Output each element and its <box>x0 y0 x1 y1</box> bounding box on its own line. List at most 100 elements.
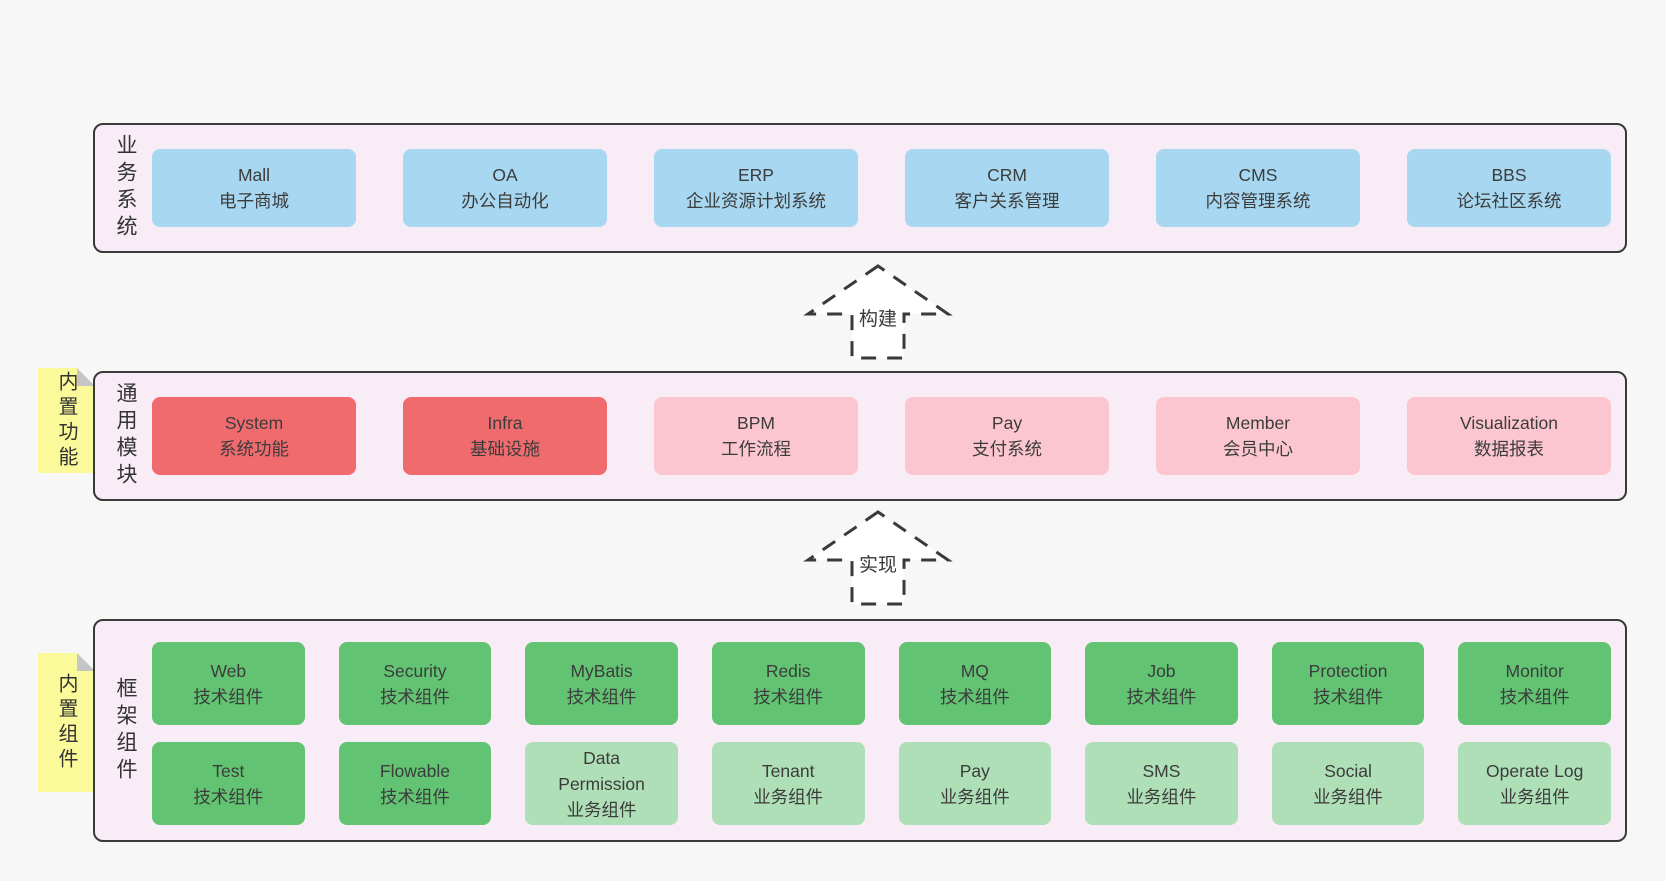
box-operate-log: Operate Log 业务组件 <box>1458 742 1611 825</box>
box-visualization: Visualization 数据报表 <box>1407 397 1611 475</box>
box-bpm: BPM 工作流程 <box>654 397 858 475</box>
box-web: Web 技术组件 <box>152 642 305 725</box>
section-business-systems: 业务系统 Mall 电子商城 OA 办公自动化 ERP 企业资源计划系统 CRM… <box>93 123 1627 253</box>
box-mybatis: MyBatis 技术组件 <box>525 642 678 725</box>
box-flowable: Flowable 技术组件 <box>338 742 492 825</box>
box-subtitle: 基础设施 <box>470 439 540 459</box>
box-subtitle: 工作流程 <box>721 439 791 459</box>
framework-box-row-2: Test 技术组件 Flowable 技术组件 Data Permission … <box>152 742 1611 825</box>
box-cms: CMS 内容管理系统 <box>1156 149 1360 227</box>
box-subtitle: 内容管理系统 <box>1205 191 1311 211</box>
box-title: System <box>224 413 284 433</box>
box-subtitle: 技术组件 <box>193 686 264 707</box>
box-title: Data Permission <box>558 747 645 794</box>
box-subtitle: 技术组件 <box>1313 686 1384 707</box>
box-bbs: BBS 论坛社区系统 <box>1407 149 1611 227</box>
box-subtitle: 会员中心 <box>1223 439 1293 459</box>
sticky-tab-built-in-features: 内置功能 <box>38 368 95 473</box>
box-subtitle: 技术组件 <box>1499 686 1570 707</box>
box-title: Tenant <box>761 760 815 781</box>
box-title: CMS <box>1238 165 1278 185</box>
box-subtitle: 业务组件 <box>566 799 637 820</box>
section-common-modules: 通用模块 System 系统功能 Infra 基础设施 BPM 工作流程 Pay… <box>93 371 1627 501</box>
box-title: CRM <box>987 165 1027 185</box>
box-subtitle: 支付系统 <box>972 439 1042 459</box>
section-label-common-modules: 通用模块 <box>114 382 137 490</box>
box-subtitle: 技术组件 <box>193 786 264 807</box>
box-sms: SMS 业务组件 <box>1085 742 1238 825</box>
build-arrow: 构建 <box>800 262 956 362</box>
box-title: Protection <box>1308 660 1388 681</box>
box-pay: Pay 支付系统 <box>905 397 1109 475</box>
box-job: Job 技术组件 <box>1085 642 1238 725</box>
module-box-row: System 系统功能 Infra 基础设施 BPM 工作流程 Pay 支付系统… <box>152 397 1611 475</box>
box-title: BBS <box>1491 165 1527 185</box>
box-title: BPM <box>737 413 775 433</box>
box-security: Security 技术组件 <box>338 642 492 725</box>
box-title: Monitor <box>1505 660 1564 681</box>
box-title: SMS <box>1142 760 1181 781</box>
box-subtitle: 业务组件 <box>1499 786 1570 807</box>
implement-arrow-label: 实现 <box>800 554 956 578</box>
box-oa: OA 办公自动化 <box>403 149 607 227</box>
box-crm: CRM 客户关系管理 <box>905 149 1109 227</box>
section-framework-components: 框架组件 Web 技术组件 Security 技术组件 MyBatis 技术组件… <box>93 619 1627 842</box>
box-subtitle: 技术组件 <box>753 686 824 707</box>
box-subtitle: 技术组件 <box>379 786 450 807</box>
box-social: Social 业务组件 <box>1271 742 1425 825</box>
implement-arrow: 实现 <box>800 508 956 608</box>
box-title: Visualization <box>1460 413 1558 433</box>
box-tenant: Tenant 业务组件 <box>711 742 865 825</box>
build-arrow-label: 构建 <box>800 308 956 332</box>
box-erp: ERP 企业资源计划系统 <box>654 149 858 227</box>
section-label-business-systems: 业务系统 <box>114 134 137 242</box>
box-title: Web <box>210 660 247 681</box>
box-title: Job <box>1147 660 1176 681</box>
box-subtitle: 技术组件 <box>1126 686 1197 707</box>
box-redis: Redis 技术组件 <box>711 642 865 725</box>
box-subtitle: 业务组件 <box>1126 786 1197 807</box>
box-title: MyBatis <box>570 660 633 681</box>
box-title: Pay <box>959 760 990 781</box>
box-mq: MQ 技术组件 <box>898 642 1052 725</box>
box-title: Redis <box>765 660 811 681</box>
box-subtitle: 系统功能 <box>219 439 289 459</box>
box-system: System 系统功能 <box>152 397 356 475</box>
box-title: ERP <box>738 165 774 185</box>
business-box-row: Mall 电子商城 OA 办公自动化 ERP 企业资源计划系统 CRM 客户关系… <box>152 149 1611 227</box>
box-title: OA <box>492 165 518 185</box>
box-infra: Infra 基础设施 <box>403 397 607 475</box>
box-title: Flowable <box>379 760 450 781</box>
box-subtitle: 办公自动化 <box>461 191 549 211</box>
box-title: Member <box>1225 413 1291 433</box>
box-monitor: Monitor 技术组件 <box>1458 642 1611 725</box>
box-test: Test 技术组件 <box>152 742 305 825</box>
box-subtitle: 业务组件 <box>753 786 824 807</box>
box-subtitle: 技术组件 <box>566 686 637 707</box>
box-title: Infra <box>487 413 523 433</box>
box-subtitle: 业务组件 <box>939 786 1010 807</box>
box-mall: Mall 电子商城 <box>152 149 356 227</box>
box-subtitle: 技术组件 <box>939 686 1010 707</box>
box-member: Member 会员中心 <box>1156 397 1360 475</box>
section-label-framework-components: 框架组件 <box>114 676 137 785</box>
box-title: Security <box>383 660 447 681</box>
box-title: Operate Log <box>1486 760 1584 781</box>
box-title: Test <box>212 760 245 781</box>
box-subtitle: 论坛社区系统 <box>1456 191 1562 211</box>
box-protection: Protection 技术组件 <box>1271 642 1425 725</box>
sticky-tab-built-in-components: 内置组件 <box>38 653 95 792</box>
box-data-permission: Data Permission 业务组件 <box>525 742 678 825</box>
box-pay-biz: Pay 业务组件 <box>898 742 1052 825</box>
box-subtitle: 业务组件 <box>1313 786 1384 807</box>
box-title: Pay <box>991 413 1023 433</box>
box-subtitle: 企业资源计划系统 <box>686 191 826 211</box>
box-subtitle: 技术组件 <box>379 686 450 707</box>
box-subtitle: 客户关系管理 <box>954 191 1060 211</box>
box-subtitle: 数据报表 <box>1474 439 1544 459</box>
framework-box-row-1: Web 技术组件 Security 技术组件 MyBatis 技术组件 Redi… <box>152 642 1611 725</box>
box-subtitle: 电子商城 <box>219 191 289 211</box>
box-title: Social <box>1324 760 1372 781</box>
box-title: Mall <box>237 165 271 185</box>
box-title: MQ <box>960 660 989 681</box>
